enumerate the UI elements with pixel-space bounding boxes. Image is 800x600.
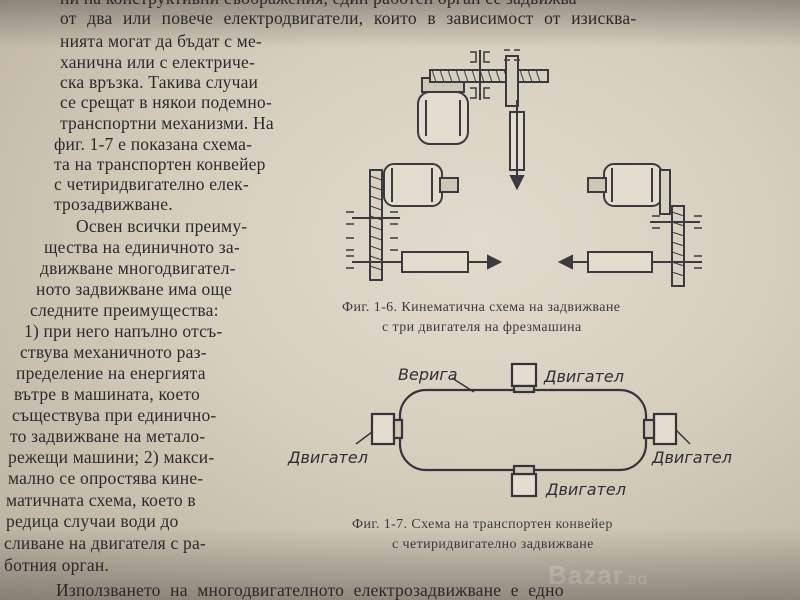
text-line-4: ска връзка. Такива случаи (60, 72, 259, 92)
text-line-3: ханична или с електриче- (60, 52, 256, 72)
text-line-27: ботния орган. (4, 555, 110, 575)
text-line-15: следните преимущества: (30, 300, 219, 320)
text-line-0: ни на конструктивни съображения, един ра… (60, 0, 577, 8)
text-line-12: щества на единичното за- (44, 237, 240, 257)
chain-label-leader (451, 377, 475, 393)
text-line-22: режещи машини; 2) макси- (8, 447, 215, 467)
motor-right-box (652, 412, 678, 446)
text-line-7: фиг. 1-7 е показана схема- (54, 134, 253, 154)
figure-1-7-caption-line1: Фиг. 1-7. Схема на транспортен конвейер (352, 517, 613, 532)
text-line-2: нията могат да бъдат с ме- (60, 31, 262, 51)
text-line-9: с четиридвигателно елек- (54, 174, 249, 194)
text-line-11: Освен всички преиму- (76, 216, 248, 236)
motor-left-box (370, 412, 396, 446)
figure-1-6-caption-line2: с три двигателя на фрезмашина (382, 320, 582, 335)
label-motor-top: Двигател (544, 367, 624, 386)
figure-1-6-caption-line1: Фиг. 1-6. Кинематична схема на задвижван… (342, 300, 621, 315)
label-motor-right: Двигател (652, 448, 732, 467)
left-spindle (401, 251, 469, 273)
text-line-26: сливане на двигателя с ра- (4, 533, 206, 553)
text-line-25: редица случаи води до (6, 511, 179, 531)
text-line-1: от два или повече електродвигатели, коит… (60, 8, 637, 28)
label-chain: Верига (398, 365, 458, 384)
motor-bottom-box (510, 472, 538, 498)
right-spindle (587, 251, 653, 273)
text-line-19: вътре в машината, което (14, 384, 201, 404)
text-line-18: пределение на енергията (16, 363, 206, 383)
text-line-13: движване многодвигател- (40, 258, 236, 278)
conveyor-chain-loop (398, 388, 648, 472)
text-line-14: ното задвижване има още (36, 279, 233, 299)
text-line-21: то задвижване на метало- (10, 426, 206, 446)
text-line-28: Използването на многодвигателното електр… (56, 580, 564, 600)
text-line-6: транспортни механизми. На (60, 113, 274, 133)
site-watermark: Bazar.BG (548, 560, 649, 590)
text-line-20: съществува при единично- (12, 405, 217, 425)
right-motor (587, 163, 663, 207)
figure-1-7-caption-line2: с четиридвигателно задвижване (392, 537, 594, 552)
motor-top-box (510, 362, 538, 388)
text-line-23: мално се опростява кине- (8, 468, 204, 488)
text-line-10: трозадвижване. (54, 194, 173, 214)
label-motor-left: Двигател (288, 448, 368, 467)
text-line-24: матичната схема, което в (6, 490, 196, 510)
left-motor (383, 163, 459, 207)
text-line-5: се срещат в някои подемно- (60, 92, 272, 112)
text-line-17: ствува механичното раз- (20, 342, 207, 362)
text-line-8: та на транспортен конвейер (54, 154, 266, 174)
text-line-16: 1) при него напълно отсъ- (24, 321, 223, 341)
label-motor-bottom: Двигател (546, 480, 626, 499)
top-gear-vertical (505, 55, 519, 107)
